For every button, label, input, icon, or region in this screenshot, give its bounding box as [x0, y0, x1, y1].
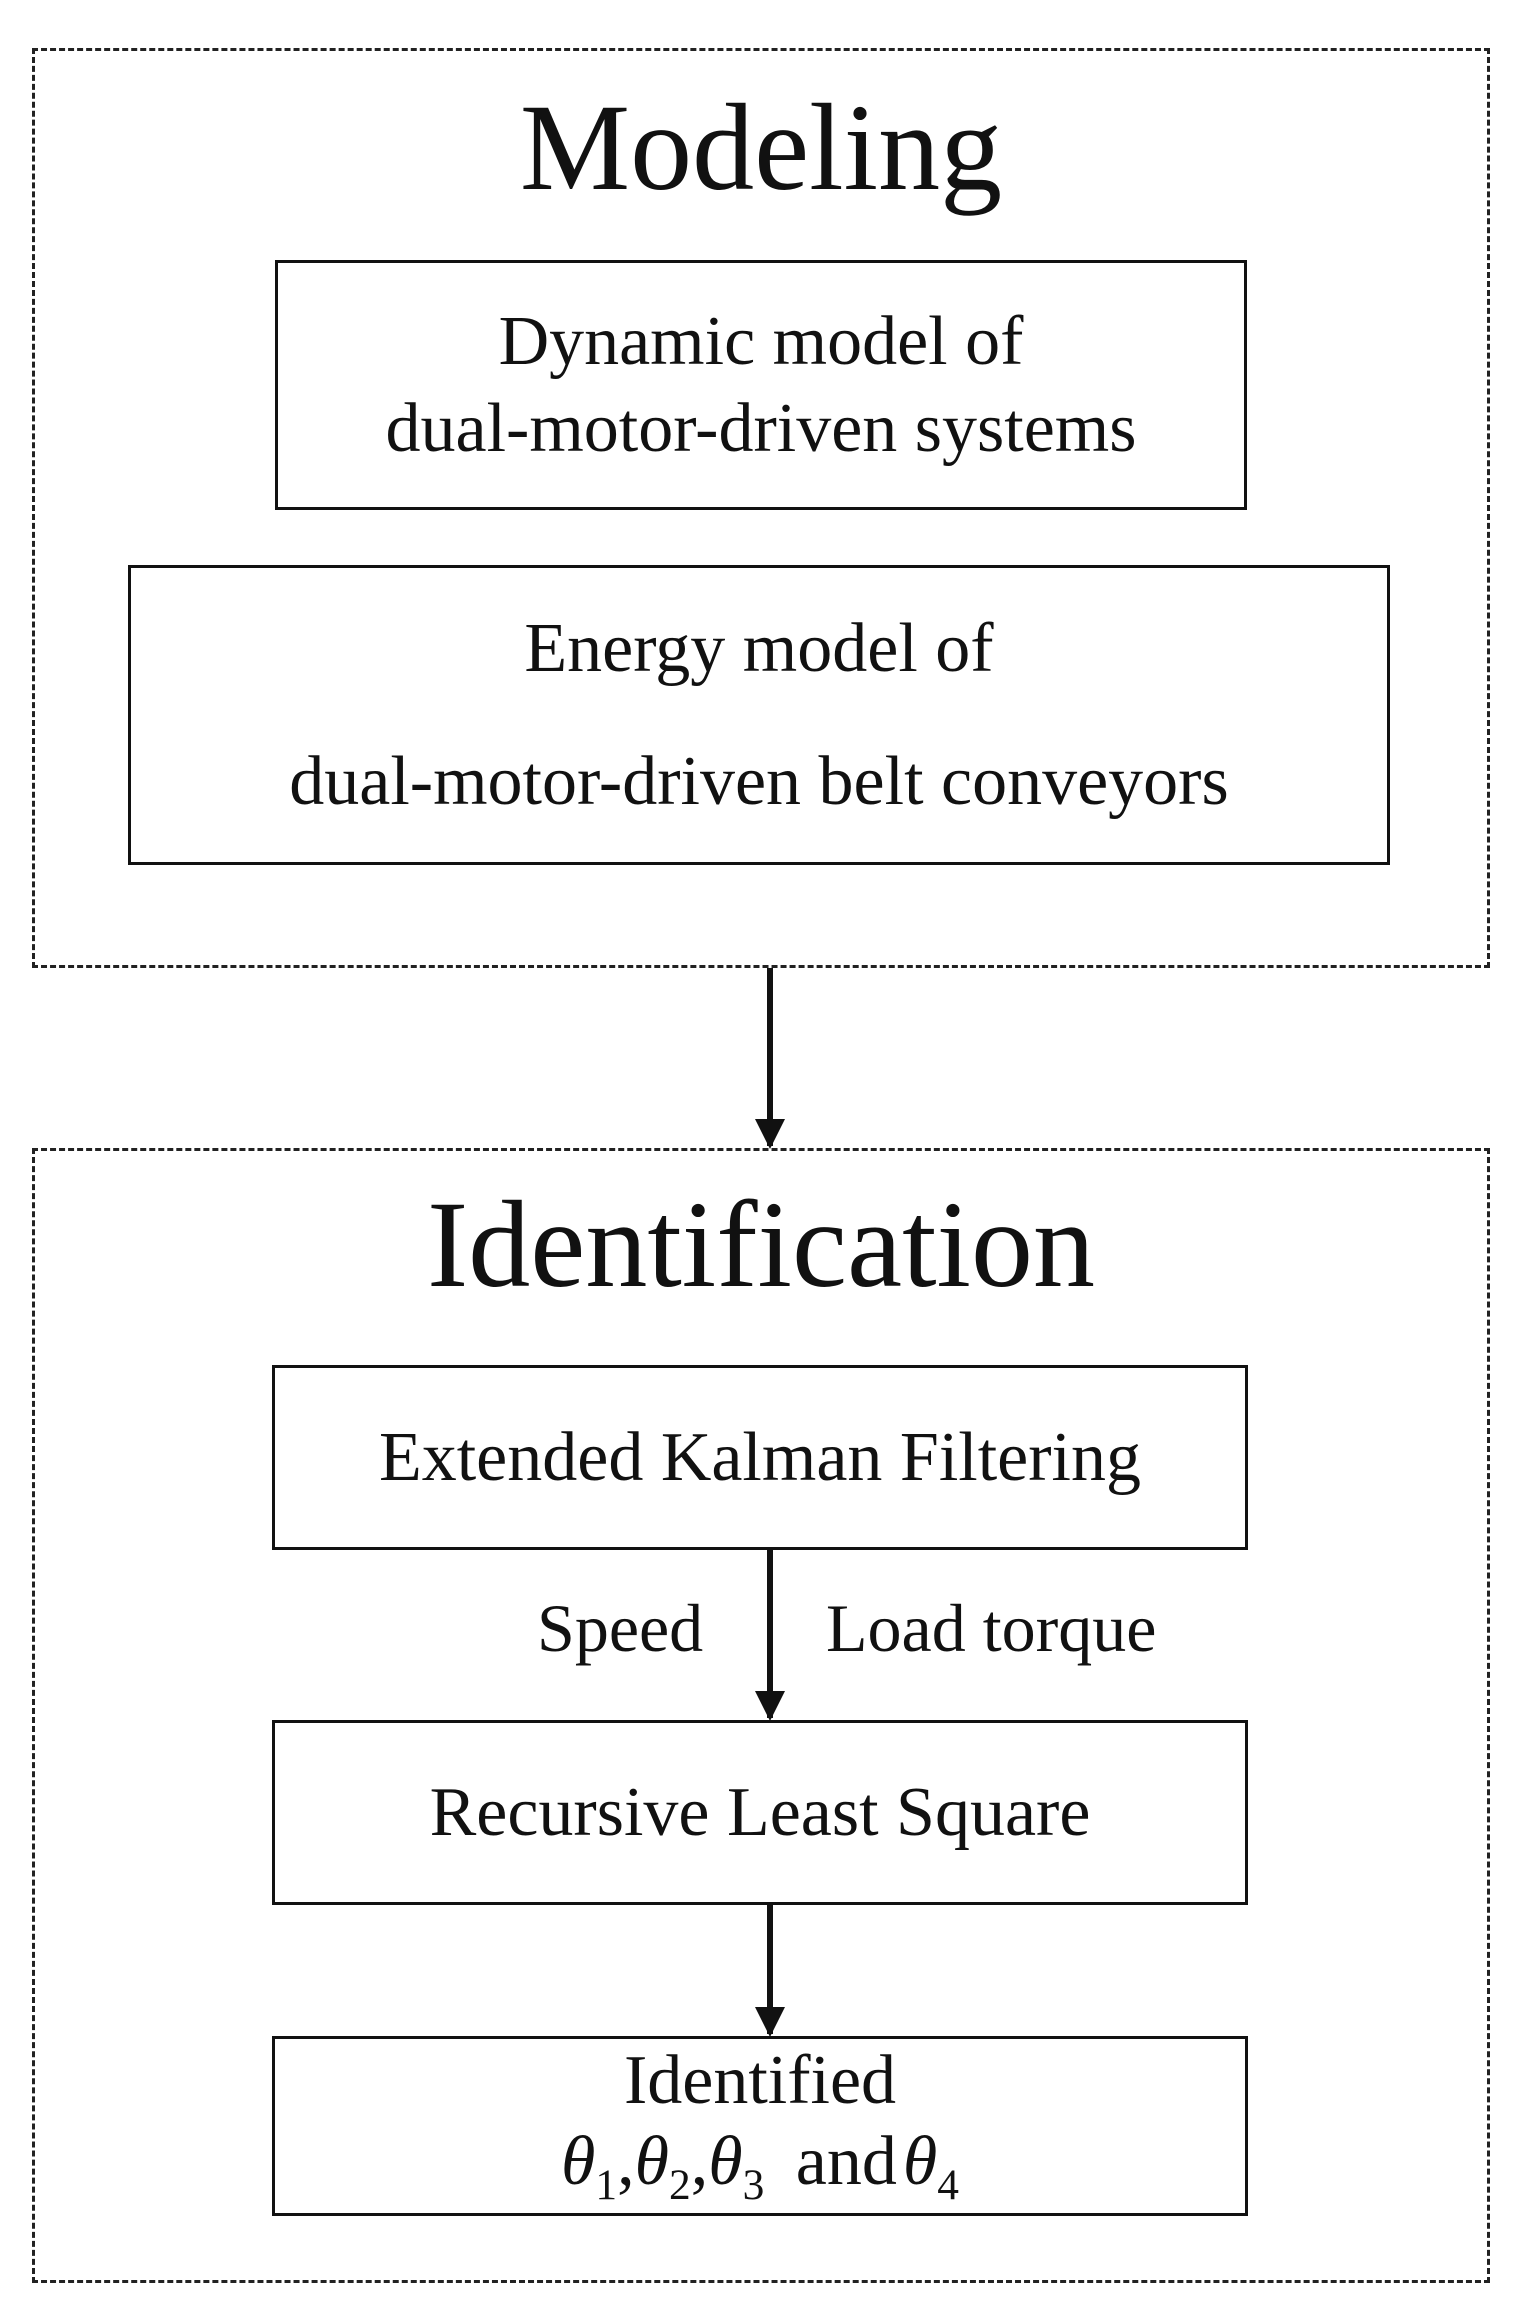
- modeling-group: Modeling: [32, 48, 1490, 968]
- dynamic-model-line1: Dynamic model of: [498, 302, 1024, 380]
- theta-subscript: 1: [595, 2160, 618, 2209]
- identification-title: Identification: [427, 1176, 1095, 1313]
- theta-symbol: θ: [561, 2122, 596, 2200]
- identified-box: Identified θ1,θ2,θ3 andθ4: [272, 2036, 1248, 2216]
- load-torque-label: Load torque: [826, 1590, 1157, 1666]
- theta-symbol: θ: [634, 2122, 669, 2200]
- modeling-title: Modeling: [519, 79, 1003, 216]
- energy-model-line1: Energy model of: [524, 610, 994, 687]
- speed-label: Speed: [537, 1590, 704, 1666]
- dynamic-model-line2: dual-motor-driven systems: [385, 390, 1137, 467]
- separator: ,: [617, 2122, 635, 2200]
- energy-model-box: Energy model of dual-motor-driven belt c…: [128, 565, 1390, 865]
- rls-label: Recursive Least Square: [429, 1773, 1091, 1851]
- identified-parameters: θ1,θ2,θ3 andθ4: [561, 2122, 959, 2211]
- theta-symbol: θ: [902, 2122, 938, 2200]
- theta-subscript: 3: [742, 2160, 765, 2209]
- rls-box: Recursive Least Square: [272, 1720, 1248, 1905]
- energy-model-line2: dual-motor-driven belt conveyors: [289, 743, 1229, 820]
- dynamic-model-box: Dynamic model of dual-motor-driven syste…: [275, 260, 1247, 510]
- theta-subscript: 4: [937, 2160, 959, 2209]
- theta-subscript: 2: [669, 2160, 691, 2209]
- identification-group: Identification: [32, 1148, 1490, 2283]
- separator: ,: [690, 2122, 709, 2200]
- theta-symbol: θ: [708, 2122, 743, 2200]
- conjunction: and: [795, 2122, 897, 2200]
- ekf-label: Extended Kalman Filtering: [378, 1418, 1142, 1496]
- identified-label: Identified: [623, 2042, 897, 2120]
- ekf-box: Extended Kalman Filtering: [272, 1365, 1248, 1550]
